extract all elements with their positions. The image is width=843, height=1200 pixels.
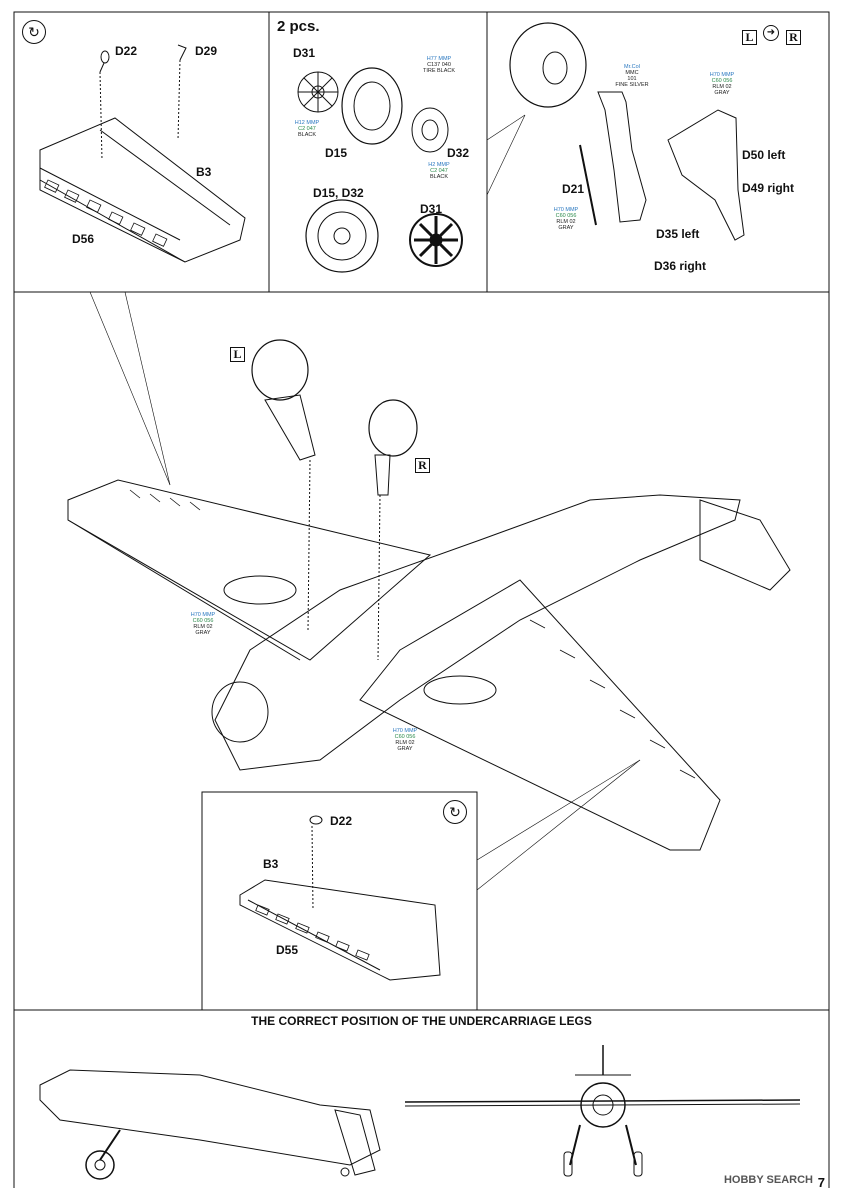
part-label: D22	[115, 44, 138, 58]
paint-callout: H70 MMP C60 056 RLM 02 GRAY	[392, 728, 418, 752]
part-label: D31	[293, 46, 316, 60]
top-panel-frame	[13, 11, 830, 293]
paint-callout: H70 MMP C60 056 RLM 02 GRAY	[190, 612, 216, 636]
part-label: D31	[420, 202, 443, 216]
part-label: D15	[325, 146, 348, 160]
part-label: D15, D32	[313, 186, 364, 200]
part-label: D22	[330, 814, 353, 828]
right-side-badge: R	[786, 30, 801, 45]
part-label: B3	[196, 165, 212, 179]
arrow-circle-icon: ➜	[763, 25, 779, 41]
paint-callout: H2 MMP C2 047 BLACK	[428, 162, 450, 180]
paint-callout: H12 MMP C2 047 BLACK	[294, 120, 320, 138]
inset-wing-drawing	[239, 815, 441, 981]
paint-callout: H70 MMP C60 056 RLM 02 GRAY	[553, 207, 579, 231]
right-side-badge: R	[415, 458, 430, 473]
rotate-icon: ↻	[22, 20, 46, 44]
part-label: D35 left	[656, 227, 700, 241]
page-number: 7	[817, 1175, 825, 1190]
top-middle-wheel-drawing	[297, 67, 463, 273]
paint-callout: H77 MMP C137 040 TIRE BLACK	[422, 56, 456, 74]
paint-callout: Mr.Col MMC 101 FINE SILVER	[615, 64, 649, 88]
bottom-side-view-drawing	[39, 1069, 381, 1180]
bottom-front-view-drawing	[404, 1045, 801, 1177]
left-side-badge: L	[742, 30, 757, 45]
part-label: D56	[72, 232, 95, 246]
part-label: D49 right	[742, 181, 795, 195]
pieces-count: 2 pcs.	[277, 18, 320, 35]
main-aircraft-drawing	[67, 339, 791, 851]
part-label: D21	[562, 182, 585, 196]
left-side-badge: L	[230, 347, 245, 362]
undercarriage-banner: THE CORRECT POSITION OF THE UNDERCARRIAG…	[251, 1014, 592, 1028]
part-label: D55	[276, 943, 299, 957]
part-label: D32	[447, 146, 470, 160]
part-label: B3	[263, 857, 279, 871]
top-left-wing-drawing	[39, 44, 246, 263]
top-right-gear-drawing	[509, 22, 745, 241]
watermark: HOBBY SEARCH	[723, 1174, 813, 1186]
part-label: D29	[195, 44, 218, 58]
part-label: D50 left	[742, 148, 786, 162]
inset-panel-frame	[201, 791, 478, 1011]
paint-callout: H70 MMP C60 056 RLM 02 GRAY	[709, 72, 735, 96]
part-label: D36 right	[654, 259, 707, 273]
rotate-icon: ↻	[443, 800, 467, 824]
